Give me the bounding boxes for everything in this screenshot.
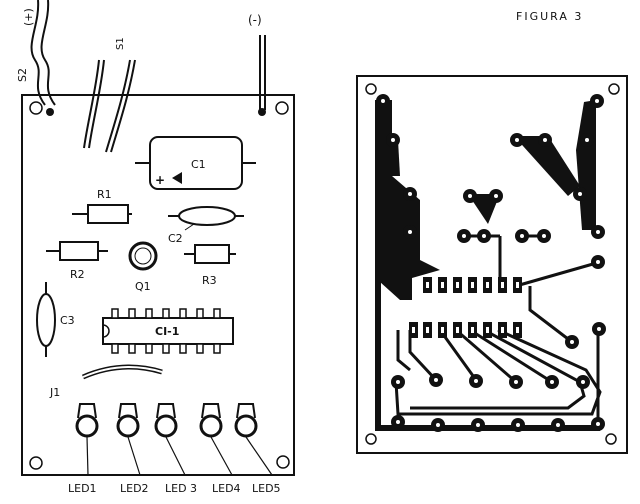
mounting-hole — [276, 455, 290, 469]
wire-minus-label: (-) — [248, 13, 262, 27]
capacitor-c1 — [135, 136, 256, 190]
led-5 — [234, 403, 273, 476]
polarity-arrow-icon — [172, 172, 182, 184]
led-label: LED 3 — [165, 482, 197, 495]
ic-pin — [179, 308, 187, 319]
ic-pin — [196, 343, 204, 354]
led-1 — [75, 403, 99, 476]
led-label: LED4 — [212, 482, 241, 495]
r1-label: R1 — [97, 188, 112, 201]
ic-pin — [145, 343, 153, 354]
jumper-j1 — [82, 364, 163, 380]
mounting-hole — [29, 101, 43, 115]
ground-trace — [375, 100, 600, 431]
led-4 — [199, 403, 233, 476]
wire-s2-plus — [30, 0, 56, 116]
mounting-hole — [605, 433, 617, 445]
ic-pin — [111, 343, 119, 354]
led-3 — [154, 403, 186, 476]
j1-label: J1 — [49, 386, 60, 399]
mounting-hole — [365, 433, 377, 445]
ic-pin — [128, 343, 136, 354]
c3-label: C3 — [60, 314, 75, 327]
capacitor-c3 — [36, 282, 56, 357]
ic-pin — [196, 308, 204, 319]
led-label: LED5 — [252, 482, 281, 495]
ic-pin — [213, 308, 221, 319]
c1-plus-label: + — [155, 173, 165, 187]
resistor-r3 — [184, 244, 236, 264]
c1-label: C1 — [191, 158, 206, 171]
ic-pin — [128, 308, 136, 319]
mounting-hole — [275, 101, 289, 115]
capacitor-c2 — [168, 206, 244, 231]
wire-plus-label: (+) — [22, 8, 35, 26]
mounting-hole — [608, 83, 620, 95]
component-side-board: S2 (+) S1 (-) C1 + R1 — [16, 0, 295, 495]
copper-area — [514, 136, 580, 196]
resistor-r1 — [72, 204, 132, 224]
wire-s1 — [83, 59, 136, 153]
ic-pin — [179, 343, 187, 354]
ic-pin — [162, 308, 170, 319]
r2-label: R2 — [70, 268, 85, 281]
wire-s1-label: S1 — [115, 37, 126, 50]
led-2 — [116, 403, 141, 476]
ic-ci1 — [102, 308, 234, 354]
q1-label: Q1 — [135, 280, 151, 293]
led-label: LED1 — [68, 482, 97, 495]
wire-minus — [258, 35, 266, 116]
resistor-r2 — [46, 241, 108, 261]
r3-label: R3 — [202, 274, 217, 287]
ic-pin — [145, 308, 153, 319]
transistor-q1 — [128, 241, 158, 271]
solder-pads — [376, 94, 606, 432]
led-label: LED2 — [120, 482, 149, 495]
figure-label: FIGURA 3 — [516, 10, 583, 23]
copper-side-board — [356, 75, 628, 454]
ic-pin — [111, 308, 119, 319]
ic-footprint — [409, 277, 522, 338]
mounting-hole — [365, 83, 377, 95]
ic-pin — [213, 343, 221, 354]
ci1-label: CI-1 — [155, 325, 179, 338]
c2-label: C2 — [168, 232, 183, 245]
wire-s2-label: S2 — [16, 68, 29, 82]
led-row: LED1 LED2 LED 3 LED4 LED5 — [68, 403, 281, 495]
mounting-hole — [29, 456, 43, 470]
ic-pin — [162, 343, 170, 354]
